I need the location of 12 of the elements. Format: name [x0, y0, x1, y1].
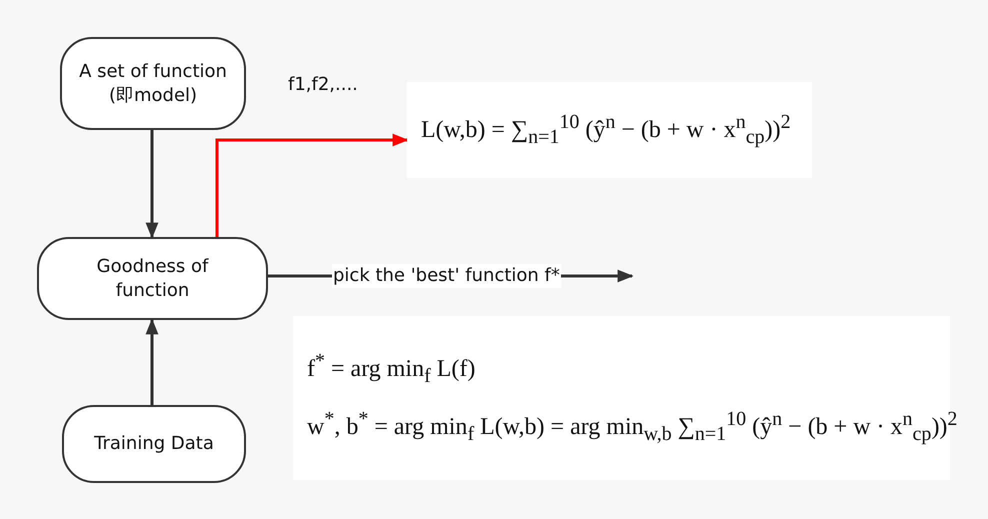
label-text: f1,f2,....: [288, 74, 358, 95]
formula: w$^{*}$, b$^{*}$ = arg min$_{f}$ L(w,b) = arg min$_{w,b}$ ∑$_{n=1}$$^{10}$ (ŷ$^{n}$ − (b + w · x$^{n}$$_{cp}$))$^{2}$: [307, 408, 958, 446]
arrow: [146, 318, 158, 405]
formula: L(w,b) = ∑$_{n=1}$$^{10}$ (ŷ$^{n}$ − (b + w · x$^{n}$$_{cp}$))$^{2}$: [421, 111, 791, 149]
arrow: [216, 134, 409, 237]
process-box: A set of function (即model): [60, 37, 246, 130]
formula-box: [407, 82, 812, 178]
edge-label: pick the 'best' function f*: [332, 264, 561, 288]
process-box: Goodness of function: [37, 237, 268, 320]
formula: f$^{*}$ = arg min$_{f}$ L(f): [307, 350, 476, 388]
arrow: [146, 130, 158, 239]
process-box: Training Data: [62, 405, 246, 483]
